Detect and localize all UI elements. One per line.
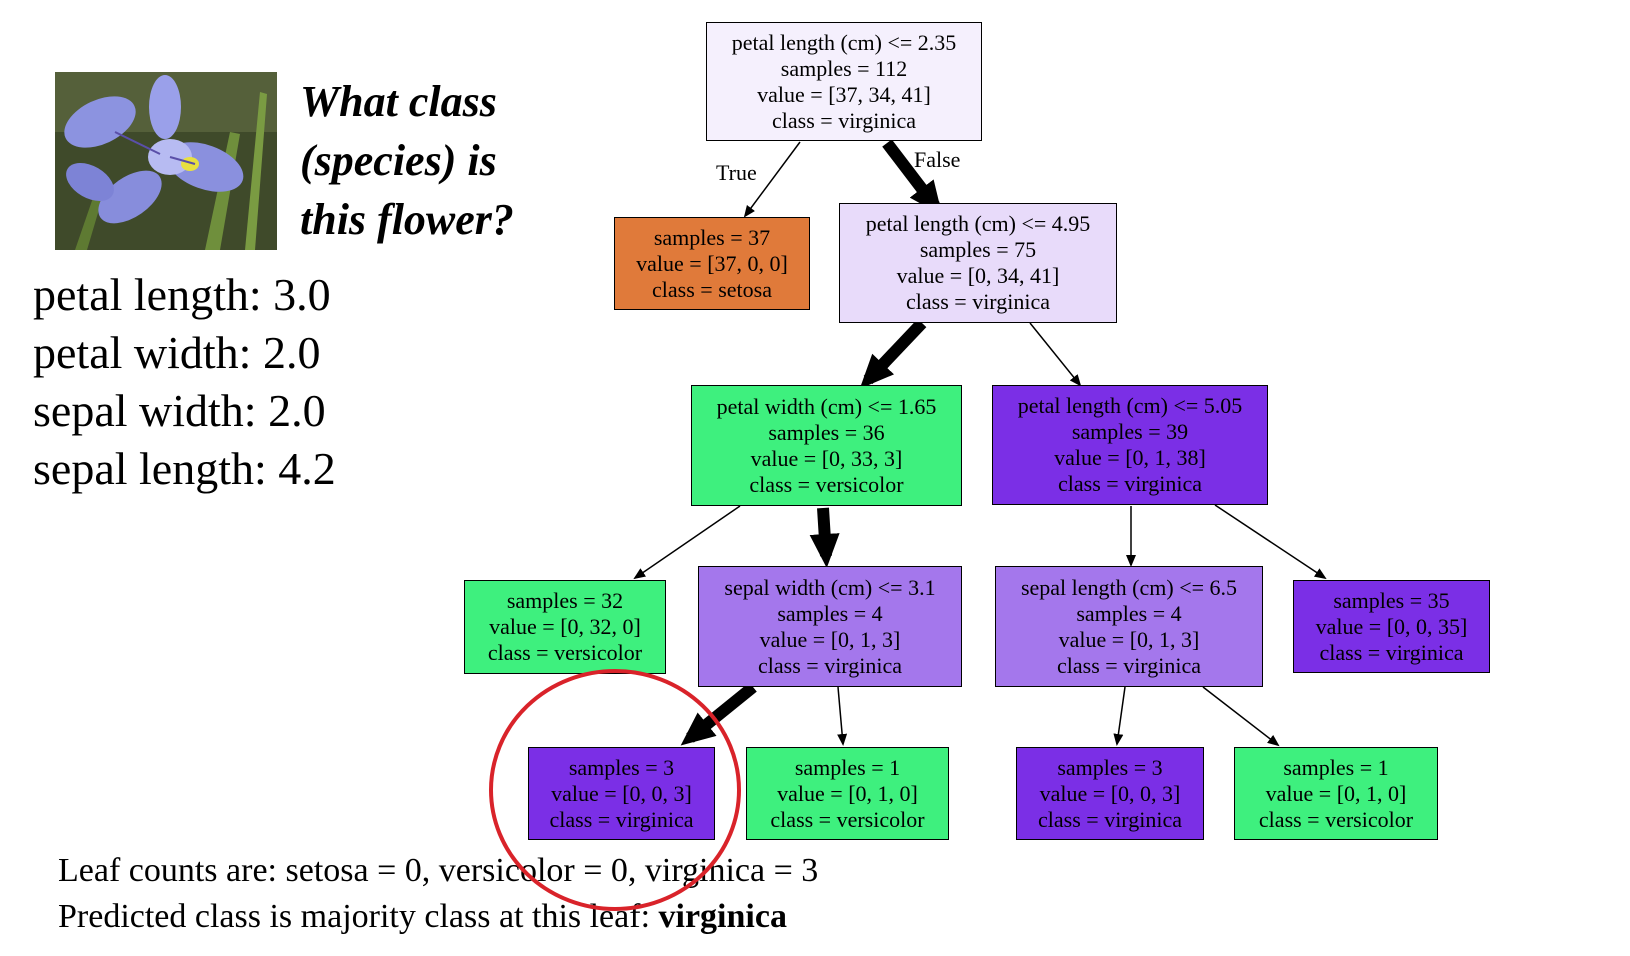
node-line: samples = 3 — [1057, 754, 1163, 780]
node-line: class = virginica — [906, 289, 1050, 314]
node-line: value = [0, 1, 38] — [1054, 445, 1206, 470]
edge-true — [743, 141, 801, 218]
edge — [1214, 504, 1327, 580]
node-line: samples = 39 — [1071, 419, 1189, 444]
tree-node-sepal-width-3-1: sepal width (cm) <= 3.1 samples = 4 valu… — [698, 566, 962, 687]
tree-node-root: petal length (cm) <= 2.35 samples = 112 … — [706, 22, 982, 141]
node-line: class = versicolor — [487, 640, 643, 665]
node-line: samples = 1 — [1283, 754, 1389, 780]
node-line: value = [0, 1, 0] — [777, 780, 918, 806]
feature-sepal-width: sepal width: 2.0 — [33, 385, 326, 436]
node-line: class = virginica — [1057, 652, 1201, 678]
node-line: value = [0, 32, 0] — [489, 614, 641, 639]
node-line: samples = 4 — [777, 600, 883, 626]
node-line: class = virginica — [1058, 471, 1202, 496]
node-line: class = virginica — [1038, 806, 1182, 832]
predicted-class: virginica — [658, 898, 787, 935]
node-line: petal length (cm) <= 4.95 — [865, 211, 1091, 236]
edge — [837, 686, 848, 746]
tree-leaf-virginica-3-highlighted: samples = 3 value = [0, 0, 3] class = vi… — [528, 747, 715, 840]
edge-path — [680, 682, 757, 746]
edge — [1202, 686, 1280, 747]
node-line: samples = 112 — [780, 55, 908, 81]
node-line: samples = 1 — [794, 754, 901, 780]
edge-path — [809, 507, 840, 568]
question-line: What class — [300, 77, 497, 126]
tree-leaf-versicolor-1: samples = 1 value = [0, 1, 0] class = ve… — [746, 747, 949, 840]
node-line: class = versicolor — [749, 471, 904, 497]
node-line: value = [0, 0, 3] — [551, 780, 692, 806]
question-line: this flower? — [300, 195, 514, 244]
feature-petal-width: petal width: 2.0 — [33, 327, 321, 378]
node-line: class = setosa — [652, 276, 772, 302]
node-line: class = versicolor — [1258, 806, 1414, 832]
edge — [1113, 686, 1126, 746]
node-line: value = [37, 34, 41] — [757, 81, 931, 107]
tree-leaf-setosa: samples = 37 value = [37, 0, 0] class = … — [614, 217, 810, 310]
tree-node-petal-length-4-95: petal length (cm) <= 4.95 samples = 75 v… — [839, 203, 1117, 323]
node-line: petal length (cm) <= 2.35 — [731, 29, 957, 55]
tree-leaf-virginica-35: samples = 35 value = [0, 0, 35] class = … — [1293, 580, 1490, 673]
tree-node-petal-width-1-65: petal width (cm) <= 1.65 samples = 36 va… — [691, 385, 962, 506]
node-line: class = versicolor — [770, 806, 925, 832]
node-line: samples = 75 — [919, 237, 1037, 262]
node-line: class = virginica — [549, 806, 694, 832]
node-line: value = [0, 1, 3] — [759, 626, 901, 652]
node-line: value = [0, 34, 41] — [896, 263, 1060, 288]
node-line: value = [37, 0, 0] — [636, 250, 788, 276]
node-line: value = [0, 1, 3] — [1058, 626, 1200, 652]
node-line: petal width (cm) <= 1.65 — [716, 393, 937, 419]
tree-node-sepal-length-6-5: sepal length (cm) <= 6.5 samples = 4 val… — [995, 566, 1263, 687]
caption: Leaf counts are: setosa = 0, versicolor … — [58, 848, 818, 940]
caption-prediction-text: Predicted class is majority class at thi… — [58, 898, 659, 935]
node-line: samples = 3 — [568, 754, 675, 780]
node-line: petal length (cm) <= 5.05 — [1017, 393, 1243, 418]
node-line: samples = 35 — [1333, 587, 1450, 613]
edge — [1029, 322, 1082, 387]
node-line: samples = 37 — [653, 224, 771, 250]
node-line: class = virginica — [772, 107, 916, 133]
feature-list: petal length: 3.0 petal width: 2.0 sepal… — [33, 266, 336, 498]
highlight-circle — [489, 669, 741, 911]
caption-prediction: Predicted class is majority class at thi… — [58, 894, 818, 940]
node-line: sepal length (cm) <= 6.5 — [1020, 574, 1238, 600]
node-line: samples = 36 — [768, 419, 885, 445]
node-line: value = [0, 0, 35] — [1315, 613, 1468, 639]
tree-leaf-versicolor-32: samples = 32 value = [0, 32, 0] class = … — [464, 580, 666, 674]
node-line: samples = 32 — [506, 588, 624, 613]
feature-petal-length: petal length: 3.0 — [33, 269, 331, 320]
tree-leaf-virginica-3: samples = 3 value = [0, 0, 3] class = vi… — [1016, 747, 1204, 840]
node-line: value = [0, 33, 3] — [750, 445, 903, 471]
edge-path — [859, 318, 927, 389]
tree-node-petal-length-5-05: petal length (cm) <= 5.05 samples = 39 v… — [992, 385, 1268, 505]
edge-label-false: False — [914, 147, 961, 172]
node-line: sepal width (cm) <= 3.1 — [724, 574, 936, 600]
edge-label-true: True — [716, 160, 757, 185]
node-line: samples = 4 — [1076, 600, 1182, 626]
iris-flower-photo — [55, 72, 277, 250]
edge-false — [882, 139, 943, 216]
node-line: value = [0, 0, 3] — [1039, 780, 1181, 806]
edge — [633, 505, 741, 580]
question-line: (species) is — [300, 136, 497, 185]
node-line: class = virginica — [758, 652, 902, 678]
question-text: What class (species) is this flower? — [300, 72, 560, 249]
feature-sepal-length: sepal length: 4.2 — [33, 443, 336, 494]
node-line: class = virginica — [1319, 639, 1464, 665]
tree-leaf-versicolor-1b: samples = 1 value = [0, 1, 0] class = ve… — [1234, 747, 1438, 840]
node-line: value = [0, 1, 0] — [1265, 780, 1407, 806]
